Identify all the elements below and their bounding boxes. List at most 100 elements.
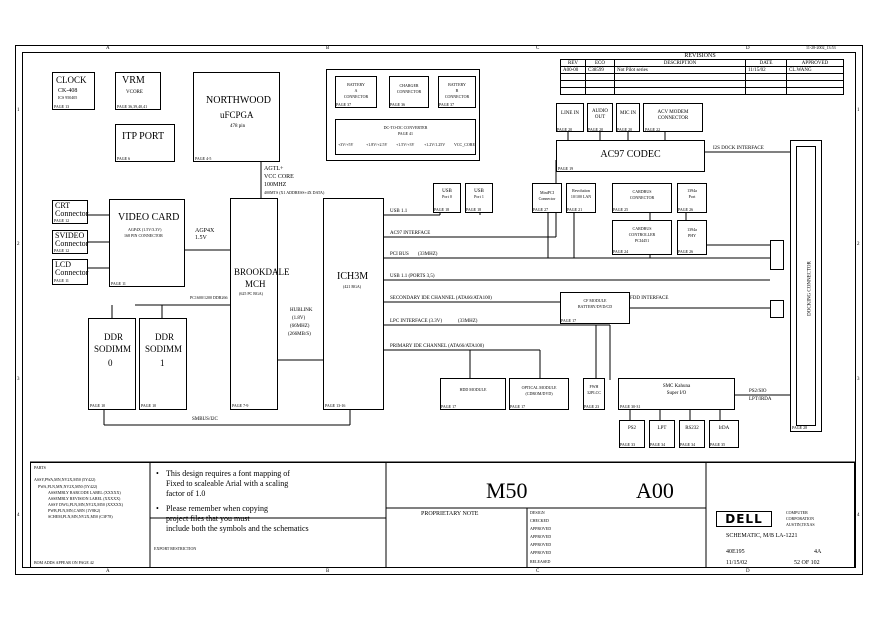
usb-port-0-block (433, 183, 461, 213)
mch-title: BROOKDALE (234, 267, 290, 277)
video-card-title: VIDEO CARD (118, 212, 180, 223)
charger-page: PAGE 36 (390, 102, 406, 107)
audio-out-page: PAGE 20 (588, 127, 604, 132)
battery-a-letter: A (354, 88, 358, 93)
clock-part: ICS 950405 (58, 95, 78, 100)
secondary-ide-label: SECONDARY IDE CHANNEL (ATA66/ATA100) (390, 296, 492, 301)
dcdc-rail-4: +1.2V/1.25V (424, 142, 446, 147)
ddr0-page: PAGE 10 (90, 403, 106, 408)
pci-bus-label: PCI BUS (390, 252, 409, 257)
smc-title: SMC Kahuna (662, 384, 691, 389)
ac97-interface-label: AC97 INTERFACE (390, 231, 431, 236)
agp-voltage-label: 1.5V (195, 235, 207, 241)
row-label-4-right: 4 (857, 513, 860, 518)
dcdc-title: DC-TO-DC CONVERTER (383, 125, 428, 130)
usb1-title: USB (474, 189, 484, 194)
dcdc-converter-block (335, 119, 476, 155)
row-label-2: 2 (17, 242, 20, 247)
company-line-3: AUSTIN,TEXAS (786, 522, 815, 527)
note-line-2: Fixed to scaleable Arial with a scaling (166, 479, 289, 488)
parts-item-5: ASSY DWG,PLN,MN,NV2X,M50 (XXXXX) (48, 502, 123, 507)
usb0-port: Port 0 (442, 194, 452, 199)
cardbus-ctrl-title: CARDBUS (632, 226, 652, 231)
bom-note: BOM ADDS APPEAR ON PAGE 42 (34, 560, 94, 565)
cardbus-ctrl-page: PAGE 24 (613, 249, 629, 254)
parts-item-1: ASSY,PWA,MN,NV2X,M50 (5Y422) (34, 477, 96, 482)
revolution-page: PAGE 21 (567, 207, 583, 212)
ddr-note-label: PC1600/1200 DDR266 (190, 295, 228, 300)
row-label-2-right: 2 (857, 242, 860, 247)
ddr0-slot: 0 (108, 358, 113, 368)
ddr1-title: DDR (155, 332, 175, 342)
ddr1-sodimm: SODIMM (145, 344, 183, 354)
approval-2: APPROVED (530, 534, 552, 539)
approval-design: DESIGN (530, 510, 545, 515)
mic-in-block (616, 103, 640, 132)
mch-package: (625 PC BGA) (239, 291, 264, 296)
note-line-4: Please remember when copying (166, 504, 268, 513)
itp-port-block (115, 124, 175, 162)
minipci-page: PAGE 27 (533, 207, 549, 212)
smc-kahuna-block (618, 378, 735, 410)
revisions-empty-row (560, 87, 844, 95)
sheet-title: SCHEMATIC, M/B LA-1221 (726, 533, 798, 539)
ich3m-block (323, 198, 384, 410)
battery-a-block (335, 76, 377, 108)
battery-b-title: BATTERY (448, 82, 466, 87)
docking-connector-title: DOCKING CONNECTOR (807, 261, 813, 316)
acv-modem-connector: CONNECTOR (657, 116, 689, 121)
fwh-page: PAGE 23 (584, 404, 600, 409)
row-label-1: 1 (17, 108, 20, 113)
docking-connector-block (790, 140, 822, 432)
port-1394-page: PAGE 26 (678, 207, 694, 212)
optical-module-page: PAGE 17 (510, 404, 526, 409)
svideo-title: SVIDEO (55, 231, 85, 240)
clock-title: CLOCK (56, 75, 87, 85)
phy-1394-title: 1394a (687, 227, 697, 232)
vrm-page: PAGE 36,39,40,41 (117, 104, 148, 109)
crt-title: CRT (55, 201, 71, 210)
dcdc-rail-5: VCC_CORE (454, 142, 475, 147)
crt-connector: Connector (55, 209, 89, 218)
audio-out-line2: OUT (594, 115, 606, 120)
cf-module-title: CF MODULE (583, 298, 607, 303)
col-label-a-bottom: A (106, 569, 110, 574)
video-card-page: PAGE 11 (111, 281, 126, 286)
ddr-sodimm-1-block (139, 318, 187, 410)
port-1394-port: Port (688, 194, 696, 199)
fdd-interface-label: FDD INTERFACE (630, 296, 669, 301)
cardbus-connector-block (612, 183, 672, 213)
lpt-title: LPT (657, 426, 667, 431)
hdd-module-block (440, 378, 506, 410)
battery-b-connector: CONNECTOR (444, 94, 470, 99)
vcc-core-label: VCC CORE (264, 174, 294, 180)
doc-date: 11/15/02 (726, 560, 748, 566)
hublink-rate: (266MB/S) (288, 332, 311, 337)
battery-a-title: BATTERY (347, 82, 365, 87)
phy-1394-phy: PHY (687, 233, 696, 238)
usb11-label: USB 1.1 (390, 209, 408, 214)
mic-in-title: MIC IN (620, 111, 636, 116)
line-in-page: PAGE 20 (557, 127, 573, 132)
date-stamp: 11-28-2002_13:53 (806, 45, 836, 50)
optical-module-type: (CDROM/DVD) (525, 391, 553, 396)
usb1-port: Port 1 (474, 194, 484, 199)
row-label-1-right: 1 (857, 108, 860, 113)
charger-connector: CONNECTOR (396, 89, 422, 94)
northwood-title: NORTHWOOD (206, 95, 271, 106)
col-label-b-bottom: B (326, 569, 330, 574)
svideo-connector: Connector (55, 239, 89, 248)
ddr1-slot: 1 (160, 358, 165, 368)
acv-modem-block (643, 103, 703, 132)
minipci-title: MiniPCI (539, 190, 554, 195)
note-line-6: include both the symbols and the schemat… (166, 524, 309, 533)
lcd-page: PAGE 11 (54, 278, 69, 283)
port-1394-title: 1394a (687, 188, 697, 193)
cardbus-controller-block (612, 220, 672, 255)
itp-port-title: ITP PORT (122, 131, 165, 142)
itp-port-page: PAGE 6 (117, 156, 131, 161)
col-label-c: C (536, 46, 540, 51)
docking-connector-inner (796, 146, 816, 426)
usb0-title: USB (442, 189, 452, 194)
revolution-lan: 10/100 LAN (570, 194, 592, 199)
